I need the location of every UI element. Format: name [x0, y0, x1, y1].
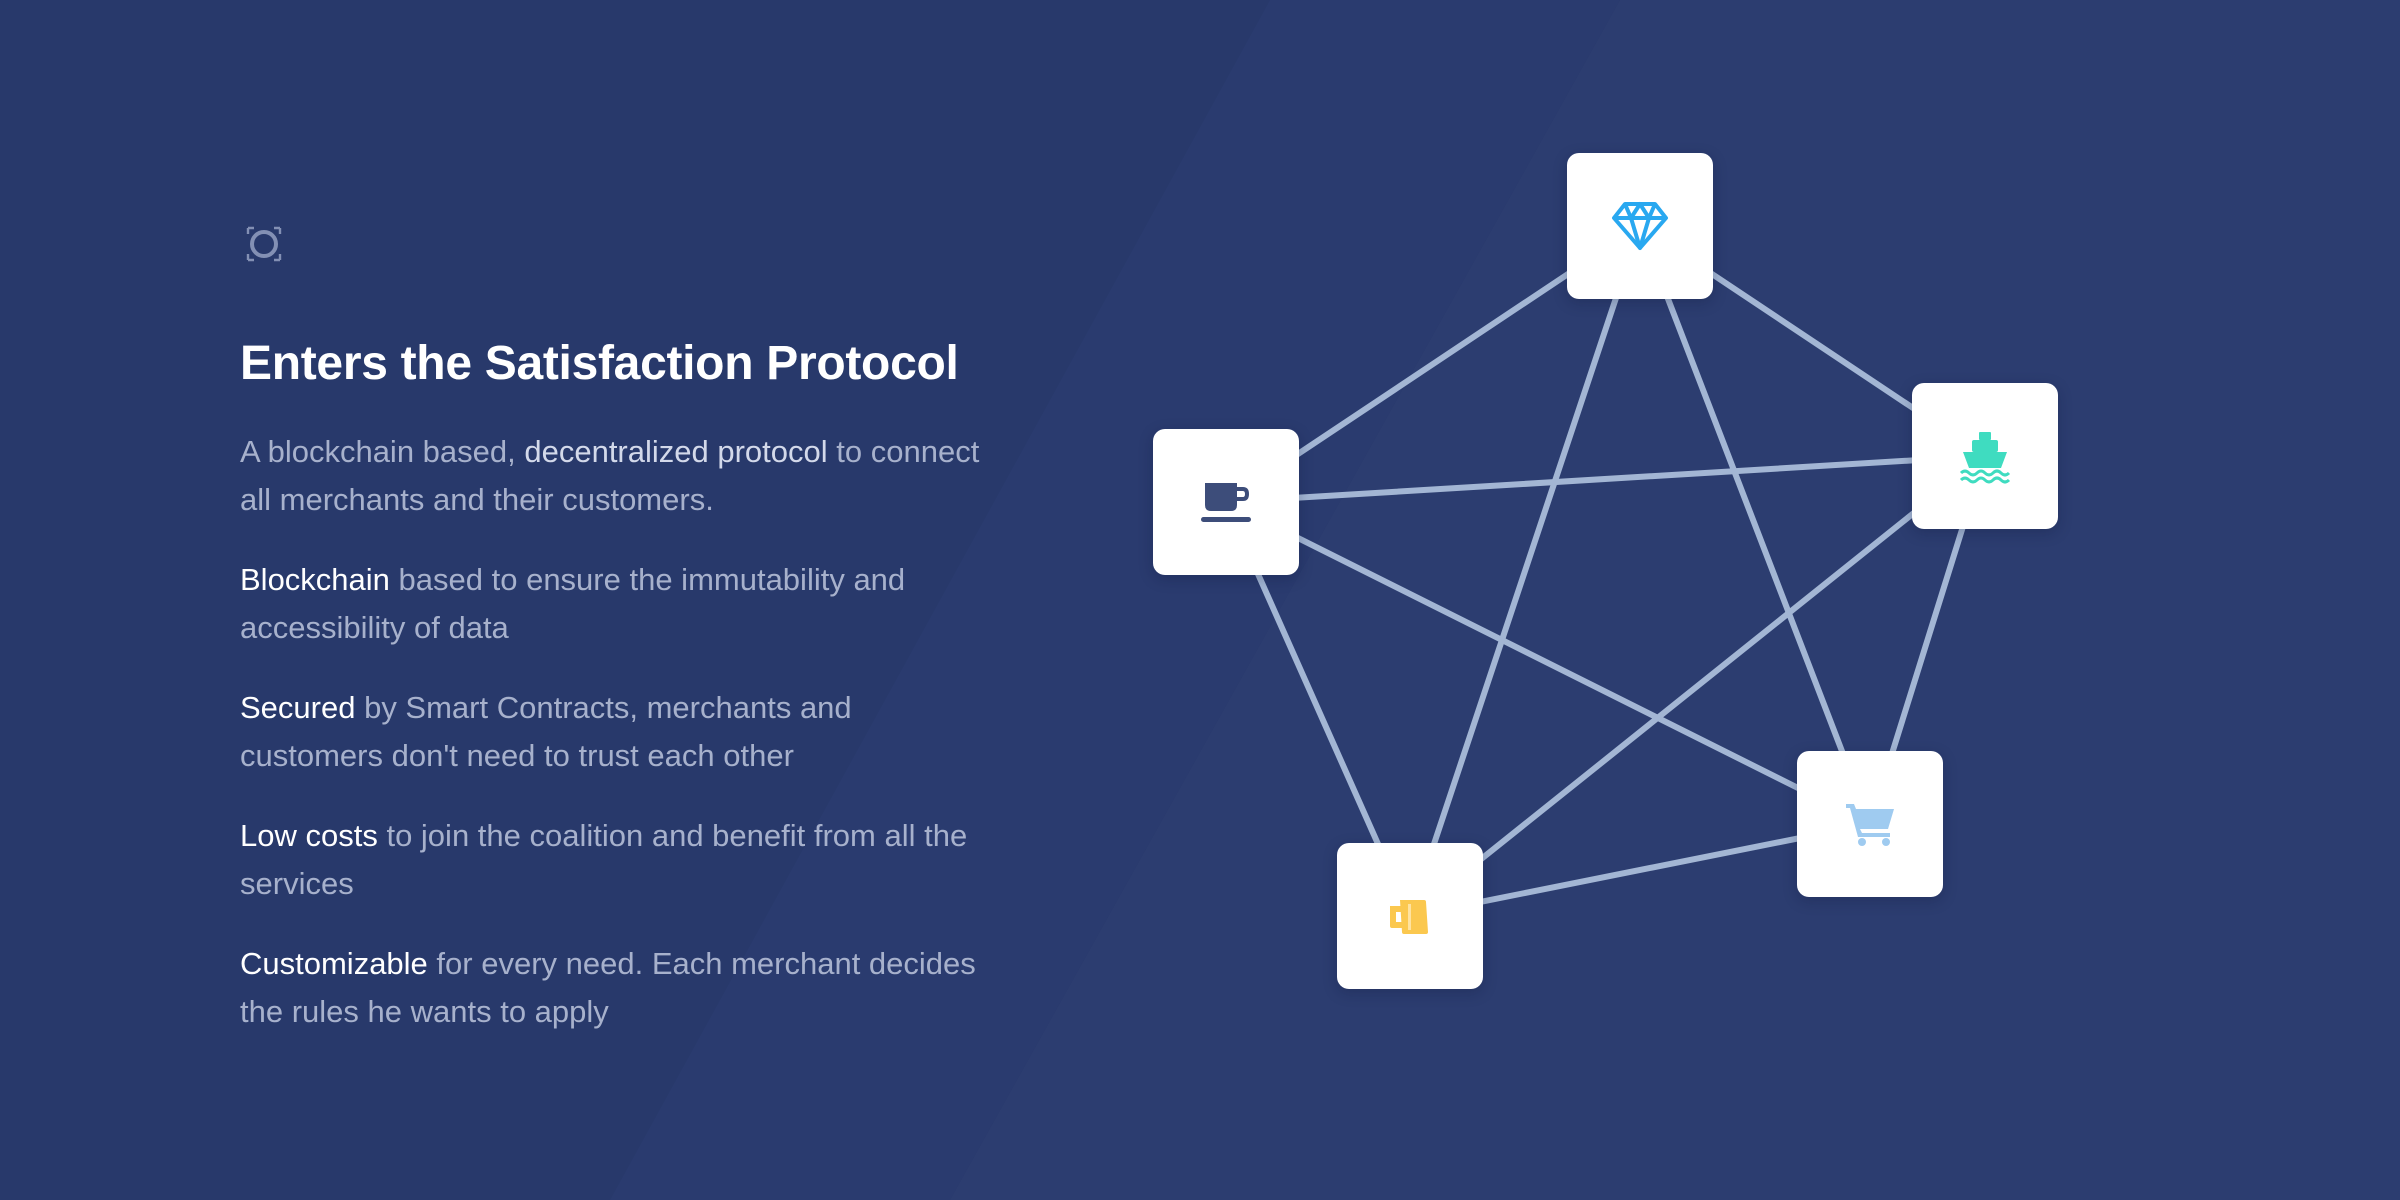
feature-title: Blockchain: [240, 562, 390, 597]
feature-low-costs: Low costs to join the coalition and bene…: [240, 812, 980, 908]
feature-blockchain: Blockchain based to ensure the immutabil…: [240, 556, 980, 652]
node-coffee: [1153, 429, 1299, 575]
diamond-icon: [1612, 202, 1668, 250]
feature-secured: Secured by Smart Contracts, merchants an…: [240, 684, 980, 780]
feature-title: Low costs: [240, 818, 378, 853]
node-diamond: [1567, 153, 1713, 299]
logo-icon: [246, 226, 282, 262]
feature-title: Secured: [240, 690, 356, 725]
beer-mug-icon: [1390, 900, 1428, 934]
coffee-cup-icon: [1201, 483, 1251, 522]
feature-text: for every need. Each merchant decides th…: [240, 946, 976, 1029]
hero-content: Enters the Satisfaction Protocol A block…: [240, 330, 980, 1068]
node-ship: [1912, 383, 2058, 529]
feature-text: to join the coalition and benefit from a…: [240, 818, 968, 901]
edge-cart-mug: [1407, 821, 1873, 919]
node-mug: [1337, 843, 1483, 989]
edge-diamond-cart: [1637, 223, 1873, 827]
page-title: Enters the Satisfaction Protocol: [240, 337, 959, 390]
shopping-cart-icon: [1846, 804, 1894, 846]
intro-text-before: A blockchain based,: [240, 434, 525, 469]
edge-diamond-mug: [1407, 223, 1643, 919]
intro-paragraph: A blockchain based, decentralized protoc…: [240, 428, 980, 524]
intro-text-after: to connect all merchants and their custo…: [240, 434, 980, 517]
feature-customizable: Customizable for every need. Each mercha…: [240, 940, 980, 1036]
feature-text: based to ensure the immutability and acc…: [240, 562, 906, 645]
edge-ship-mug: [1407, 453, 1988, 919]
feature-text: by Smart Contracts, merchants and custom…: [240, 690, 852, 773]
edge-coffee-ship: [1223, 453, 1988, 505]
node-cart: [1797, 751, 1943, 897]
ship-icon: [1959, 432, 2011, 484]
intro-highlight: decentralized protocol: [524, 434, 828, 469]
edge-coffee-cart: [1223, 499, 1873, 827]
feature-title: Customizable: [240, 946, 428, 981]
